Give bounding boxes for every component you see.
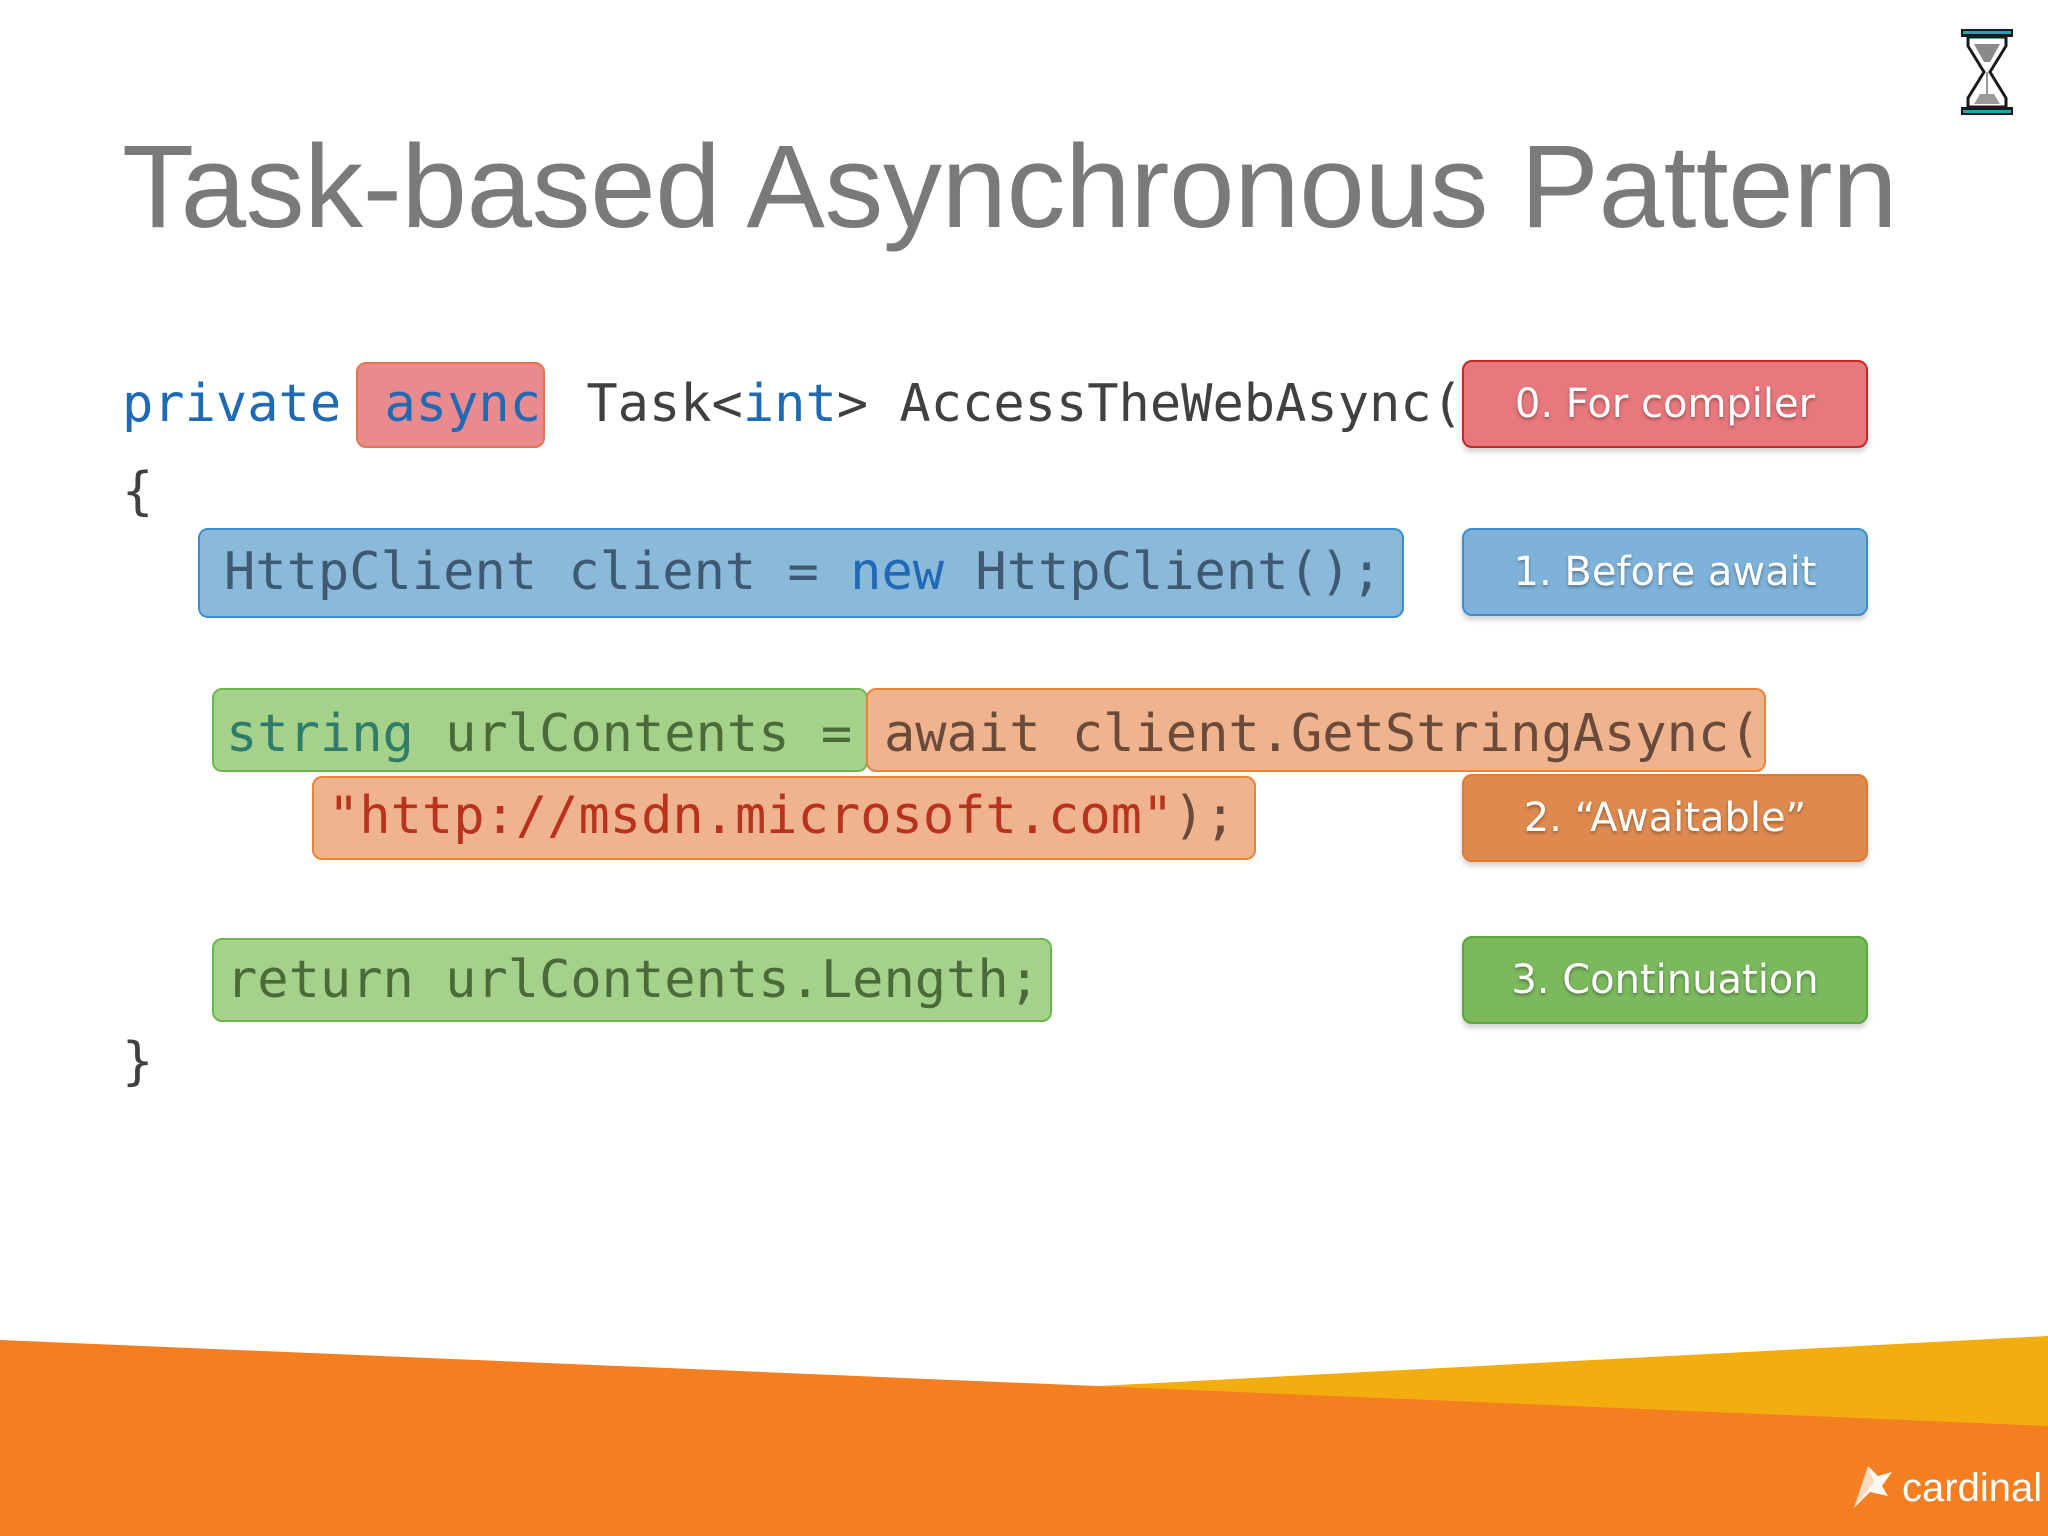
url-string: "http://msdn.microsoft.com" [328,786,1174,846]
code-brace-open: { [122,462,154,522]
code-line-string: string urlContents = [226,708,852,760]
code-await-call: await client.GetStringAsync( [884,704,1761,764]
string-declaration-highlight [212,688,868,772]
keyword-new: new [850,542,945,602]
label-before-await: 1. Before await [1462,528,1868,616]
url-contents-assign: urlContents = [413,704,853,764]
cardinal-logo: cardinal [1848,1462,2042,1514]
label-awaitable: 2. “Awaitable” [1462,774,1868,862]
url-argument-highlight [312,776,1256,860]
keyword-async: async [384,374,542,434]
code-line-url: "http://msdn.microsoft.com"); [328,790,1236,842]
footer-orange-band [0,1340,2048,1536]
call-close: ); [1173,786,1236,846]
async-highlight [356,362,545,448]
code-line-signature: private async Task<int> AccessTheWebAsyn… [122,378,1494,430]
cardinal-logo-text: cardinal [1902,1465,2043,1510]
await-call-highlight [866,688,1766,772]
return-highlight [212,938,1052,1022]
code-line-return: return urlContents.Length; [226,950,1040,1010]
code-brace-close: } [122,1032,154,1092]
keyword-string: string [226,704,414,764]
method-name: > AccessTheWebAsync() [836,374,1495,434]
httpclient-declaration: HttpClient client = [224,542,851,602]
httpclient-constructor: HttpClient(); [944,542,1383,602]
keyword-private: private [122,374,342,434]
cardinal-bird-icon [1854,1466,1892,1508]
keyword-int: int [742,374,837,434]
label-for-compiler: 0. For compiler [1462,360,1868,448]
slide-title: Task-based Asynchronous Pattern [122,121,1898,253]
label-continuation: 3. Continuation [1462,936,1868,1024]
before-await-highlight [198,528,1404,618]
hourglass-icon [1961,29,2013,115]
footer-band [0,1336,2048,1536]
type-task: Task< [586,374,743,434]
code-line-httpclient: HttpClient client = new HttpClient(); [224,546,1382,598]
